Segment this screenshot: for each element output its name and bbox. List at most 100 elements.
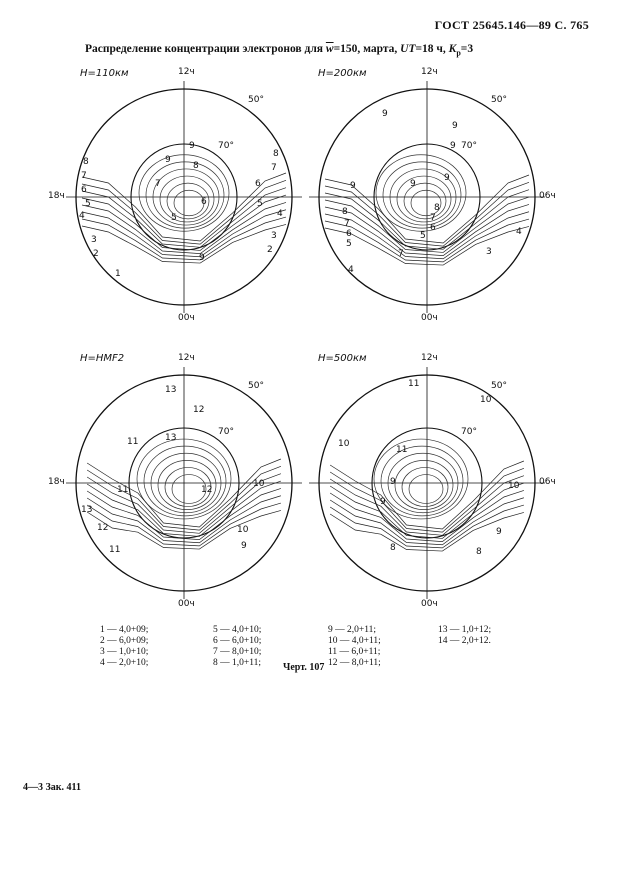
latitude-label-70: 70° <box>218 141 234 151</box>
contour-value-label: 9 <box>452 121 458 131</box>
contour-line <box>401 467 449 507</box>
figure-title: Распределение концентрации электронов дл… <box>85 43 473 57</box>
legend-item: 1 — 4,0+09; <box>100 625 149 635</box>
time-label-noon: 12ч <box>421 67 438 77</box>
time-label-dusk: 18ч <box>48 477 65 487</box>
contour-line <box>81 209 287 258</box>
contour-line <box>136 438 232 520</box>
contour-line <box>329 482 525 539</box>
title-ut-value: =18 ч, <box>415 43 446 55</box>
legend-item: 2 — 6,0+09; <box>100 636 149 646</box>
panel-altitude-label: H=HMF2 <box>80 353 125 364</box>
contour-line <box>145 161 225 229</box>
legend-item: 6 — 6,0+10; <box>213 636 262 646</box>
title-ut-symbol: UT <box>400 43 416 55</box>
contour-value-label: 4 <box>277 209 283 219</box>
latitude-label-50: 50° <box>491 381 507 391</box>
print-footer: 4—3 Зак. 411 <box>23 782 81 793</box>
contour-value-label: 9 <box>410 179 416 189</box>
contour-value-label: 10 <box>338 439 350 449</box>
contour-value-label: 8 <box>273 149 279 159</box>
contour-value-label: 12 <box>193 405 205 415</box>
latitude-label-50: 50° <box>248 95 264 105</box>
contour-value-label: 9 <box>390 477 396 487</box>
panel-altitude-label: H=110км <box>80 68 129 79</box>
contour-value-label: 2 <box>267 245 273 255</box>
contour-value-label: 8 <box>83 157 89 167</box>
title-w-symbol: w <box>325 43 334 55</box>
contour-line <box>329 512 524 552</box>
contour-line <box>410 189 442 217</box>
contour-value-label: 10 <box>508 481 520 491</box>
contour-line <box>329 460 525 530</box>
contour-value-label: 3 <box>486 247 492 257</box>
contour-line <box>86 488 282 540</box>
legend-item: 10 — 4,0+11; <box>328 636 381 646</box>
contour-value-label: 9 <box>350 181 356 191</box>
contour-value-label: 8 <box>193 161 199 171</box>
time-label-dawn: 06ч <box>539 191 556 201</box>
contour-line <box>375 154 467 232</box>
contour-value-label: 8 <box>342 207 348 217</box>
title-kp-value: =3 <box>460 43 474 55</box>
contour-value-label: 9 <box>241 541 247 551</box>
contour-value-label: 7 <box>398 249 404 259</box>
contour-value-label: 13 <box>81 505 93 515</box>
title-prefix: Распределение концентрации электронов дл… <box>85 43 324 55</box>
contour-line <box>164 467 212 507</box>
contour-value-label: 12 <box>201 485 213 495</box>
legend-item: 4 — 2,0+10; <box>100 658 149 668</box>
contour-line <box>329 504 524 549</box>
contour-line <box>81 202 287 254</box>
legend-item: 5 — 4,0+10; <box>213 625 262 635</box>
contour-value-label: 7 <box>271 163 277 173</box>
contour-value-label: 6 <box>346 229 352 239</box>
time-label-noon: 12ч <box>178 353 195 363</box>
contour-line <box>387 452 459 514</box>
contour-line <box>166 182 210 220</box>
contour-value-label: 6 <box>430 223 436 233</box>
legend-item: 12 — 8,0+11; <box>328 658 381 668</box>
latitude-label-50: 50° <box>491 95 507 105</box>
legend-column-4: 13 — 1,0+12;14 — 2,0+12. <box>438 625 491 647</box>
title-w-value: =150, марта, <box>333 43 398 55</box>
contour-value-label: 6 <box>201 197 207 207</box>
contour-line <box>324 204 530 256</box>
time-label-noon: 12ч <box>178 67 195 77</box>
latitude-label-70: 70° <box>461 141 477 151</box>
contour-value-label: 9 <box>496 527 502 537</box>
contour-line <box>324 211 530 260</box>
contour-value-label: 10 <box>253 479 265 489</box>
panel-altitude-label: H=200км <box>318 68 367 79</box>
time-label-midnight: 00ч <box>421 599 438 609</box>
contour-line <box>324 174 530 244</box>
contour-value-label: 8 <box>434 203 440 213</box>
contour-line <box>86 466 282 531</box>
contour-line <box>329 475 525 536</box>
contour-value-label: 9 <box>189 141 195 151</box>
contour-line <box>171 474 207 504</box>
contour-line <box>81 194 287 251</box>
latitude-label-70: 70° <box>461 427 477 437</box>
contour-line <box>86 495 282 544</box>
panel-altitude-label: H=500км <box>318 353 367 364</box>
contour-line <box>324 218 530 263</box>
contour-line <box>394 460 454 511</box>
contour-value-label: 3 <box>91 235 97 245</box>
time-label-dawn: 06ч <box>539 477 556 487</box>
legend-column-2: 5 — 4,0+10;6 — 6,0+10;7 — 8,0+10;8 — 1,0… <box>213 625 261 669</box>
latitude-label-70: 70° <box>218 427 234 437</box>
contour-value-label: 11 <box>127 437 139 447</box>
time-label-midnight: 00ч <box>178 599 195 609</box>
contour-line <box>138 154 230 232</box>
contour-value-label: 9 <box>165 155 171 165</box>
contour-value-label: 5 <box>420 231 426 241</box>
contour-value-label: 7 <box>344 219 350 229</box>
contour-line <box>380 445 464 517</box>
contour-value-label: 9 <box>444 173 450 183</box>
contour-line <box>86 480 282 537</box>
contour-value-label: 13 <box>165 433 177 443</box>
contour-value-label: 13 <box>165 385 177 395</box>
contour-value-label: 11 <box>396 445 408 455</box>
contour-value-label: 7 <box>81 171 87 181</box>
